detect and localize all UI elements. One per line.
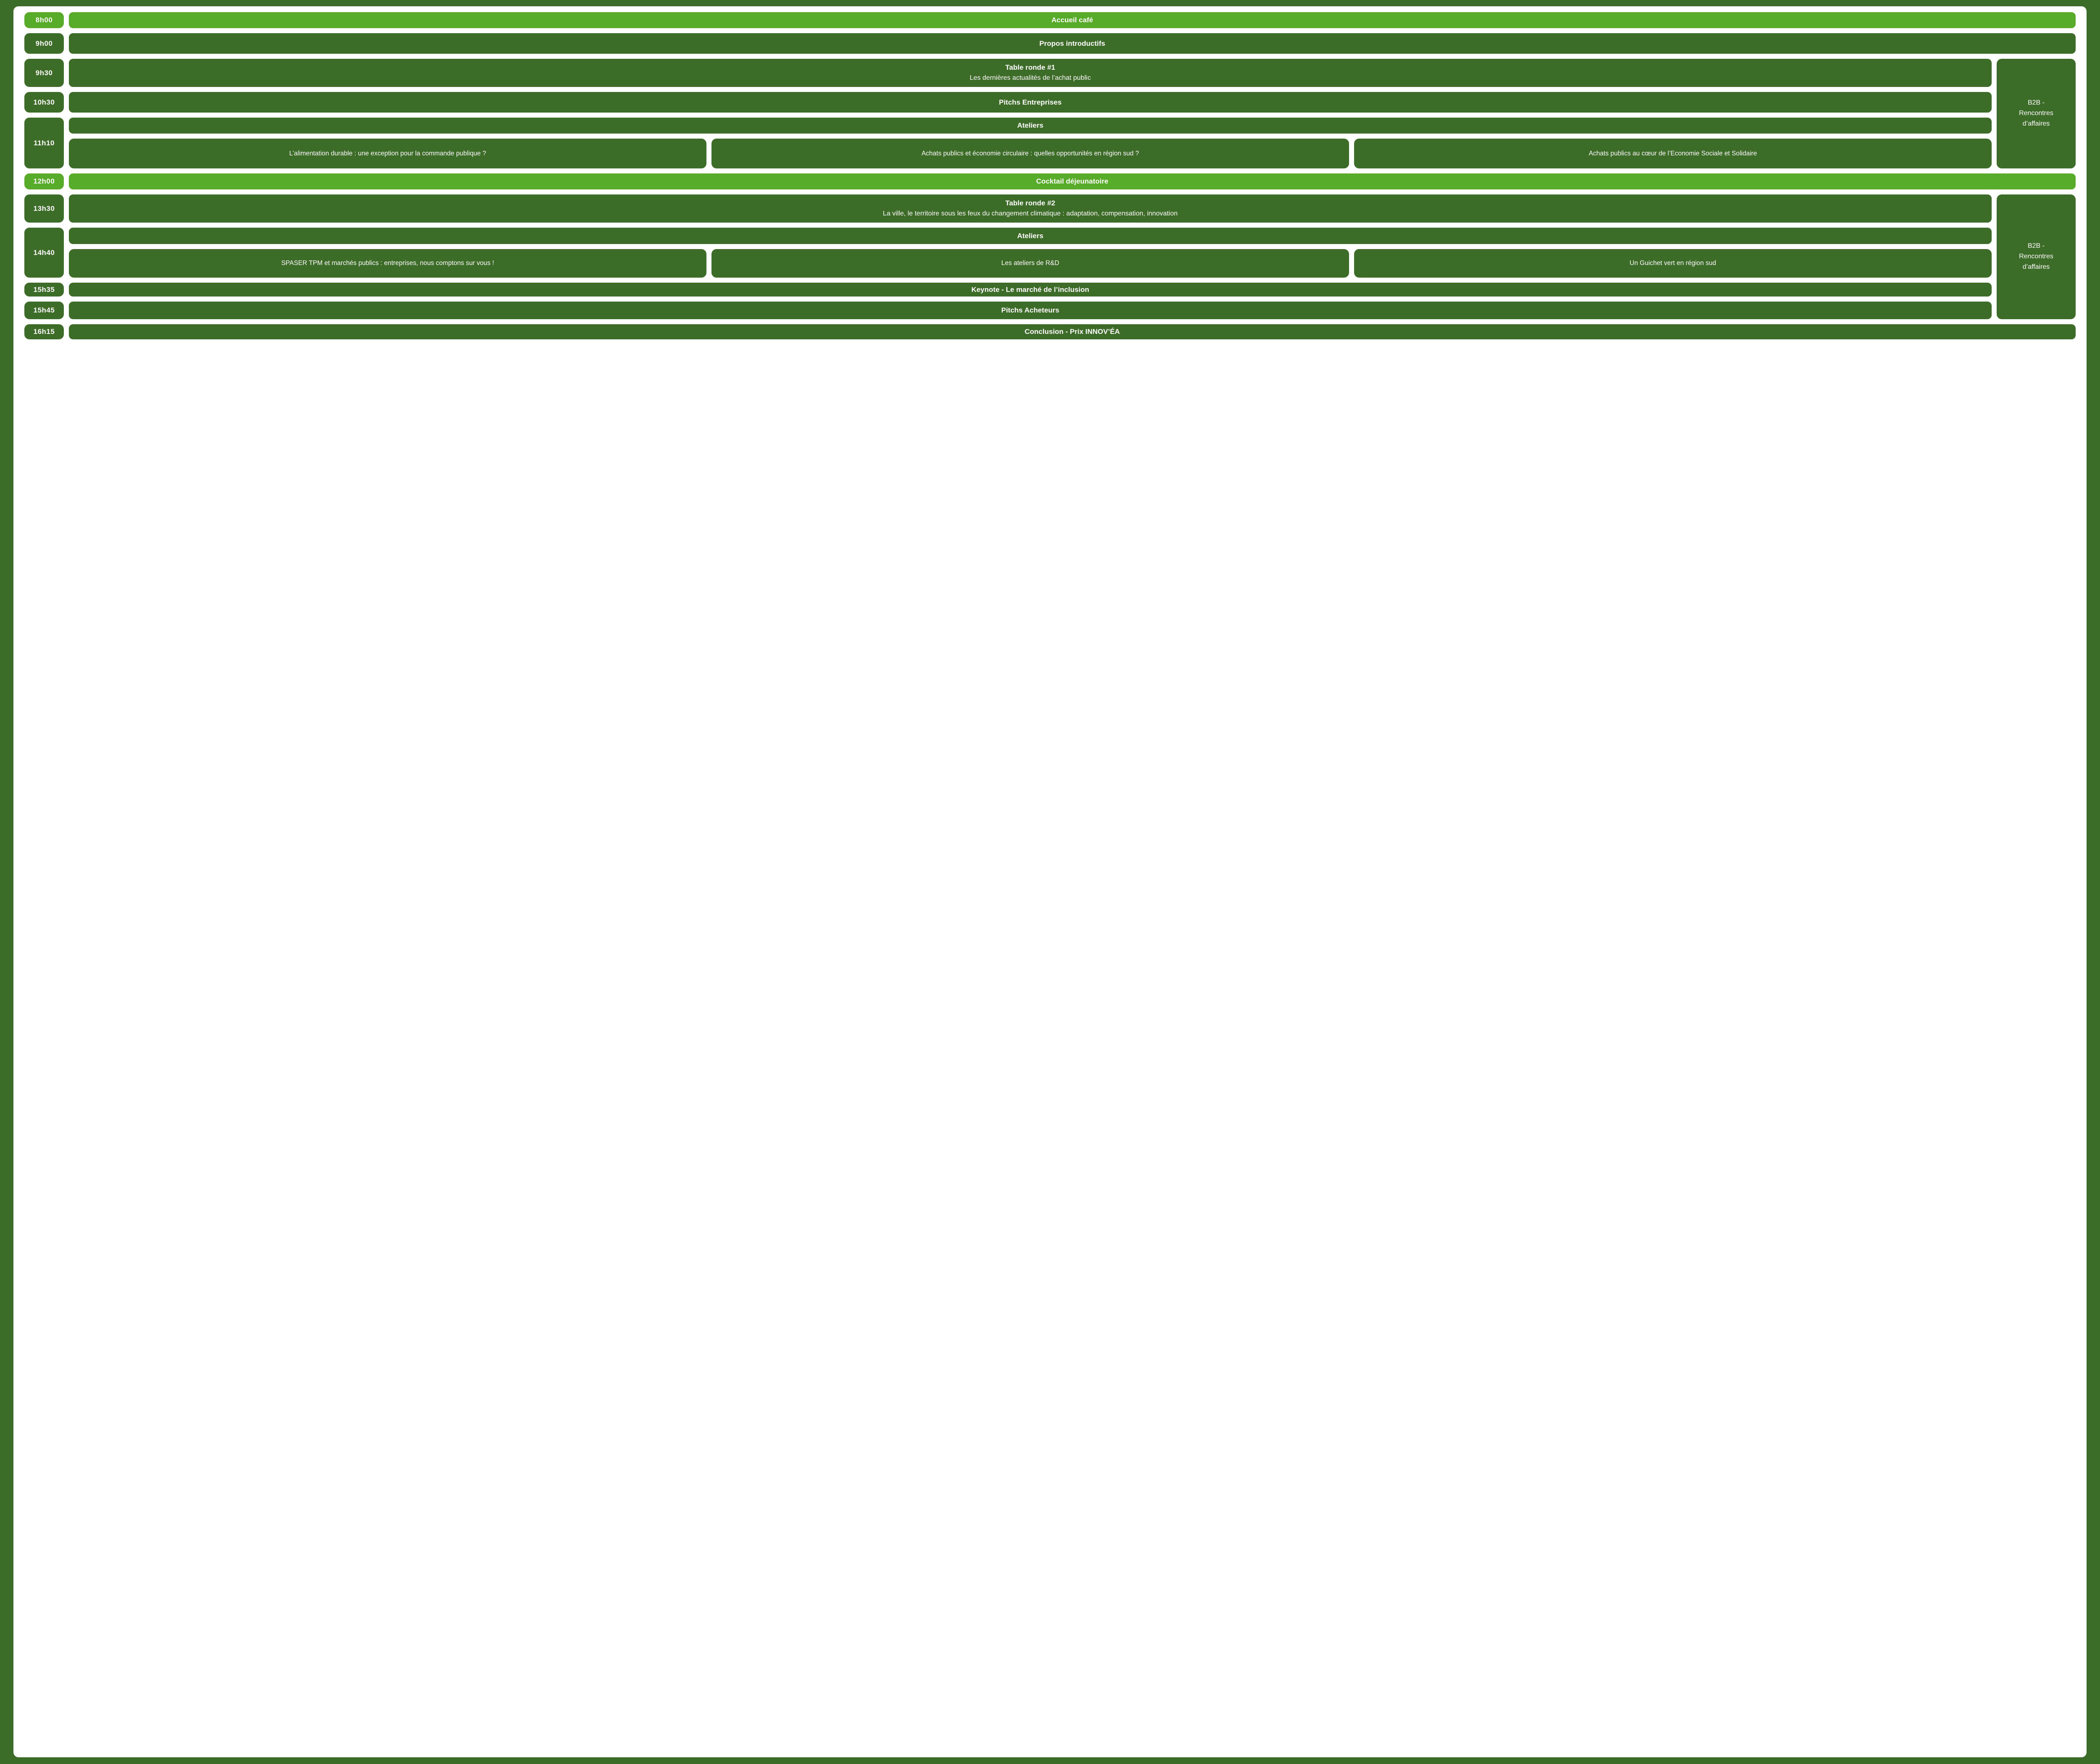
- event-subtitle: La ville, le territoire sous les feux du…: [883, 210, 1178, 217]
- schedule-card: 8h00 Accueil café 9h00 Propos introducti…: [13, 6, 2087, 1757]
- b2b-line: Rencontres: [2019, 110, 2053, 117]
- event-ateliers-matin-header: Ateliers: [69, 118, 1992, 134]
- event-pitchs-acheteurs: Pitchs Acheteurs: [69, 302, 1992, 319]
- event-cocktail: Cocktail déjeunatoire: [69, 173, 2076, 189]
- b2b-line: d’affaires: [2022, 263, 2050, 270]
- atelier-spaser-tpm: SPASER TPM et marchés publics : entrepri…: [69, 249, 706, 278]
- event-b2b-apresmidi: B2B - Rencontres d’affaires: [1997, 194, 2076, 319]
- atelier-rd: Les ateliers de R&D: [711, 249, 1349, 278]
- time-pill-10h30: 10h30: [24, 92, 64, 113]
- event-label: Accueil café: [1051, 16, 1093, 24]
- time-label: 8h00: [35, 16, 53, 24]
- event-pitchs-entreprises: Pitchs Entreprises: [69, 92, 1992, 113]
- event-keynote: Keynote - Le marché de l’inclusion: [69, 283, 1992, 297]
- event-label: Pitchs Entreprises: [999, 98, 1062, 106]
- time-pill-8h00: 8h00: [24, 12, 64, 28]
- event-label: Ateliers: [1017, 231, 1044, 240]
- event-b2b-matin: B2B - Rencontres d’affaires: [1997, 59, 2076, 168]
- b2b-line: d’affaires: [2022, 120, 2050, 127]
- event-subtitle: Les dernières actualités de l’achat publ…: [969, 74, 1091, 81]
- time-pill-9h00: 9h00: [24, 33, 64, 54]
- atelier-label: L’alimentation durable : une exception p…: [289, 150, 486, 157]
- time-pill-15h35: 15h35: [24, 283, 64, 297]
- event-title: Table ronde #2: [1005, 199, 1055, 207]
- event-ateliers-apresmidi-header: Ateliers: [69, 228, 1992, 244]
- event-label: Pitchs Acheteurs: [1001, 306, 1060, 315]
- atelier-alimentation-durable: L’alimentation durable : une exception p…: [69, 139, 706, 168]
- b2b-line: B2B -: [2027, 242, 2045, 250]
- atelier-label: Achats publics et économie circulaire : …: [921, 150, 1139, 157]
- atelier-label: Achats publics au cœur de l’Economie Soc…: [1588, 150, 1757, 157]
- event-table-ronde-1: Table ronde #1 Les dernières actualités …: [69, 59, 1992, 87]
- time-pill-16h15: 16h15: [24, 324, 64, 339]
- time-label: 12h00: [33, 177, 55, 185]
- event-accueil-cafe: Accueil café: [69, 12, 2076, 28]
- event-label: Ateliers: [1017, 121, 1044, 130]
- time-label: 14h40: [33, 248, 55, 257]
- time-label: 11h10: [34, 139, 55, 147]
- atelier-economie-circulaire: Achats publics et économie circulaire : …: [711, 139, 1349, 168]
- atelier-label: Un Guichet vert en région sud: [1630, 260, 1716, 267]
- atelier-ess: Achats publics au cœur de l’Economie Soc…: [1354, 139, 1992, 168]
- atelier-label: Les ateliers de R&D: [1001, 260, 1059, 267]
- event-label: Cocktail déjeunatoire: [1036, 177, 1108, 186]
- time-pill-9h30: 9h30: [24, 59, 64, 87]
- event-propos-introductifs: Propos introductifs: [69, 33, 2076, 54]
- event-conclusion: Conclusion - Prix INNOV’ÉA: [69, 324, 2076, 339]
- atelier-guichet-vert: Un Guichet vert en région sud: [1354, 249, 1992, 278]
- b2b-line: Rencontres: [2019, 253, 2053, 260]
- event-label: Propos introductifs: [1039, 39, 1105, 47]
- time-label: 15h45: [33, 306, 55, 314]
- time-label: 10h30: [33, 98, 55, 106]
- time-label: 9h30: [35, 68, 53, 77]
- time-pill-11h10: 11h10: [24, 118, 64, 168]
- time-pill-15h45: 15h45: [24, 302, 64, 319]
- time-label: 9h00: [35, 39, 53, 47]
- schedule-grid: 8h00 Accueil café 9h00 Propos introducti…: [24, 12, 2076, 1751]
- event-title: Table ronde #1: [1005, 63, 1055, 72]
- b2b-line: B2B -: [2027, 99, 2045, 107]
- time-pill-13h30: 13h30: [24, 194, 64, 223]
- time-label: 16h15: [33, 328, 55, 336]
- time-pill-14h40: 14h40: [24, 228, 64, 278]
- event-label: Keynote - Le marché de l’inclusion: [971, 285, 1089, 294]
- event-label: Conclusion - Prix INNOV’ÉA: [1024, 328, 1120, 336]
- atelier-label: SPASER TPM et marchés publics : entrepri…: [281, 260, 494, 267]
- time-label: 15h35: [33, 285, 55, 294]
- time-label: 13h30: [33, 204, 55, 213]
- time-pill-12h00: 12h00: [24, 173, 64, 189]
- event-table-ronde-2: Table ronde #2 La ville, le territoire s…: [69, 194, 1992, 223]
